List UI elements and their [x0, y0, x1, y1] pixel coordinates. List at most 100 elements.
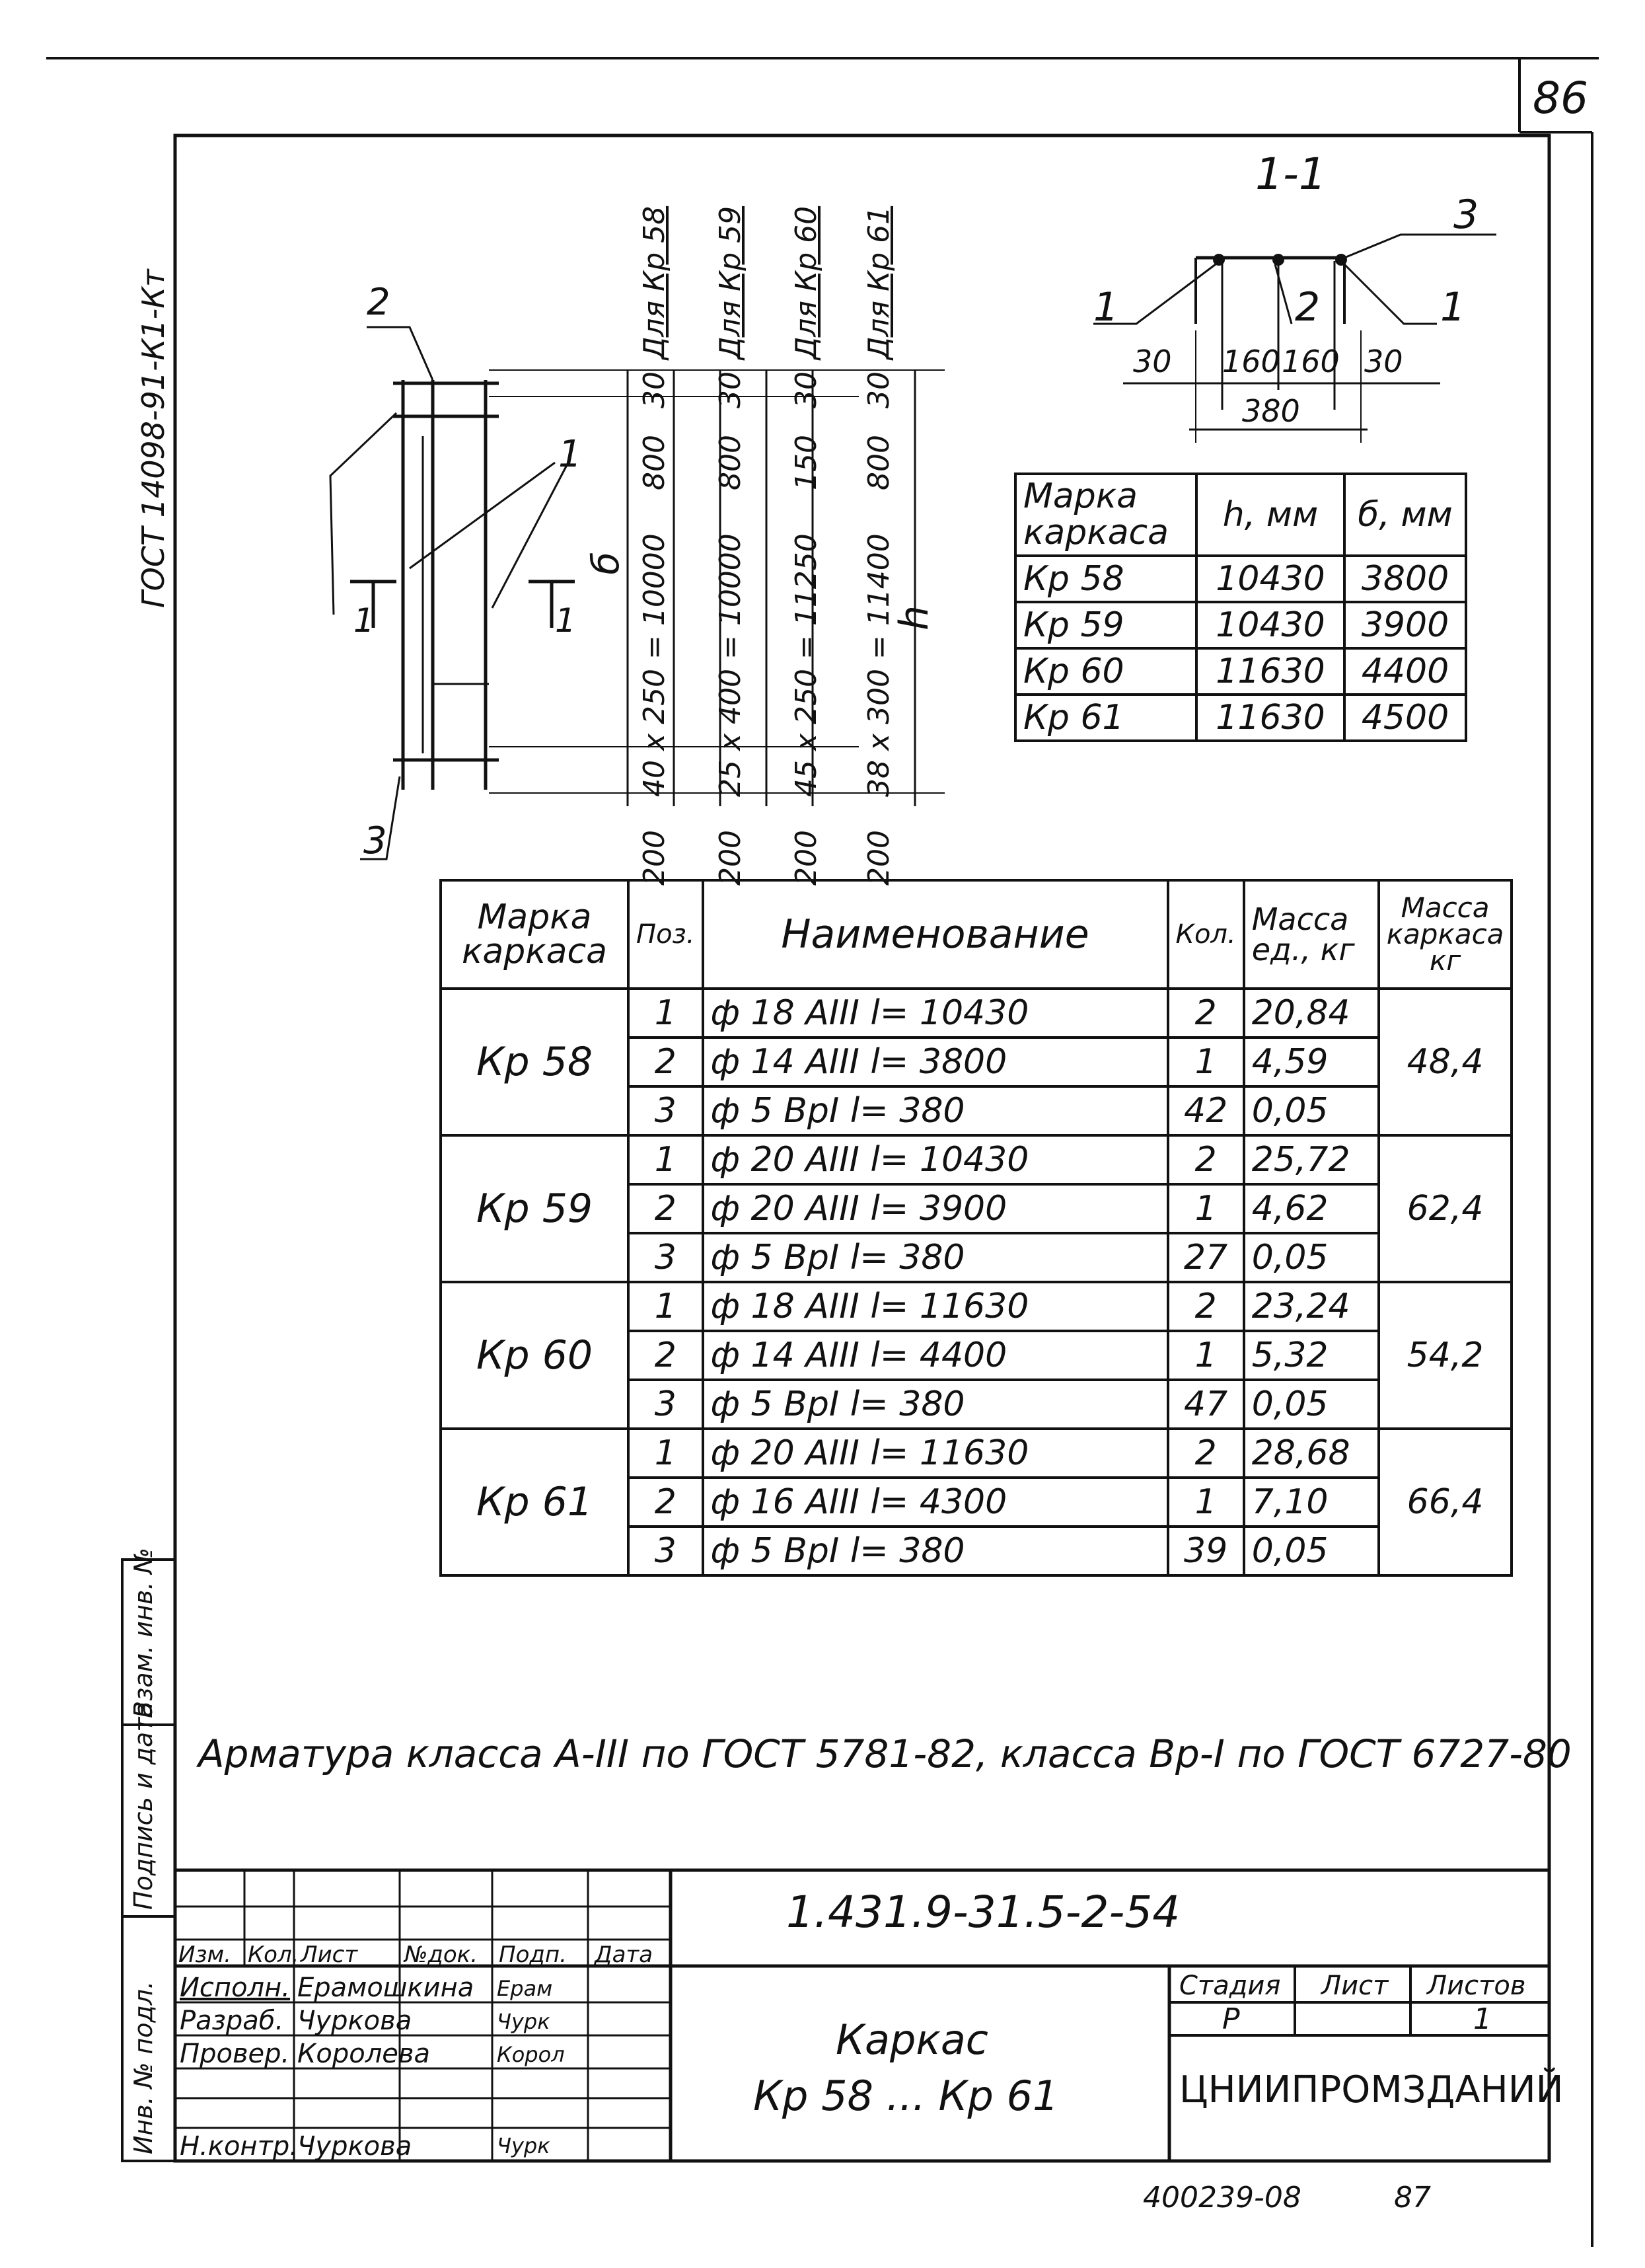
- spec-qty: 42: [1166, 1085, 1245, 1137]
- spec-unit-mass: 4,59: [1242, 1036, 1380, 1088]
- table-row: Кр 58 10430 3800: [1014, 554, 1467, 603]
- table-row: 3 ф 5 ВрI l= 380 39 0,05: [441, 1525, 1512, 1577]
- name-checker: Королева: [297, 2039, 430, 2069]
- dims-cell: 3900: [1343, 601, 1467, 650]
- dimension-column-kr59: 200 25 x 400 = 10000 800 30 Для Кр 59: [713, 206, 747, 886]
- label-h: h: [891, 605, 938, 631]
- spec-total-mass: 66,4: [1377, 1427, 1514, 1577]
- dims-cell: Кр 61: [1014, 693, 1198, 742]
- stage-header: Стадия: [1179, 1971, 1281, 2001]
- callout-3: 3: [363, 819, 387, 862]
- spec-pos: 1: [627, 1134, 704, 1186]
- spec-mark: Кр 60: [439, 1281, 630, 1430]
- section-dim-0: 30: [1133, 344, 1172, 379]
- dim-top: 30: [713, 371, 747, 408]
- page-number: 86: [1533, 73, 1588, 124]
- spec-pos: 1: [627, 1427, 704, 1479]
- table-row: 2 ф 16 АIII l= 4300 1 7,10: [441, 1476, 1512, 1528]
- spec-qty: 2: [1166, 987, 1245, 1039]
- table-row: Кр 59 10430 3900: [1014, 601, 1467, 650]
- spec-header-unit-mass: Масса ед., кг: [1242, 879, 1380, 990]
- stage-value: Р: [1222, 2002, 1240, 2036]
- section-total: 380: [1242, 393, 1300, 429]
- role-norm-control: Н.контр.: [180, 2131, 298, 2162]
- dim-formula: 25 x 400 = 10000: [713, 533, 747, 797]
- drawing-title-line1: Каркас: [836, 2016, 988, 2064]
- dim-top: 30: [862, 371, 896, 408]
- section-callout-2: 2: [1295, 284, 1321, 330]
- archive-page: 87: [1394, 2181, 1431, 2214]
- dims-cell: 11630: [1195, 647, 1346, 696]
- sign-checker: Корол: [497, 2042, 565, 2067]
- spec-qty: 2: [1166, 1134, 1245, 1186]
- dims-cell: 3800: [1343, 554, 1467, 603]
- table-row: 2 ф 14 АIII l= 4400 1 5,32: [441, 1330, 1512, 1381]
- spec-unit-mass: 20,84: [1242, 987, 1380, 1039]
- spec-name: ф 20 АIII l= 10430: [701, 1134, 1169, 1186]
- sign-developer: Чурк: [497, 2009, 550, 2034]
- spec-mark: Кр 61: [439, 1427, 630, 1577]
- spec-header-qty: Кол.: [1166, 879, 1245, 990]
- spec-mark: Кр 58: [439, 987, 630, 1137]
- table-row: 2 ф 20 АIII l= 3900 1 4,62: [441, 1183, 1512, 1234]
- spec-qty: 1: [1166, 1183, 1245, 1234]
- table-row: 3 ф 5 ВрI l= 380 47 0,05: [441, 1379, 1512, 1430]
- table-row: Кр 60 1 ф 18 АIII l= 11630 2 23,24 54,2: [439, 1281, 1514, 1430]
- dim-caption: Для Кр 58: [638, 206, 671, 359]
- section-mark-right: 1: [555, 601, 576, 640]
- spec-name: ф 5 ВрI l= 380: [701, 1379, 1169, 1430]
- rev-header-sign: Подп.: [499, 1942, 567, 1968]
- dimension-column-kr61: 200 38 x 300 = 11400 800 30 Для Кр 61: [862, 206, 896, 886]
- section-callout-1-left: 1: [1093, 284, 1119, 330]
- dim-bottom: 200: [713, 830, 747, 886]
- spec-qty: 2: [1166, 1281, 1245, 1332]
- spec-total-mass: 54,2: [1377, 1281, 1514, 1430]
- table-row: Кр 59 1 ф 20 АIII l= 10430 2 25,72 62,4: [439, 1134, 1514, 1283]
- reinforcement-note: Арматура класса А-III по ГОСТ 5781-82, к…: [198, 1731, 1572, 1776]
- name-developer: Чуркова: [297, 2006, 412, 2036]
- dim-caption: Для Кр 61: [862, 206, 896, 359]
- spec-pos: 3: [627, 1232, 704, 1283]
- dim-bottom: 200: [789, 830, 823, 886]
- spec-qty: 1: [1166, 1036, 1245, 1088]
- spec-total-mass: 62,4: [1377, 1134, 1514, 1283]
- name-executor: Ерамошкина: [297, 1973, 474, 2003]
- section-mark-left: 1: [353, 601, 375, 640]
- dim-mid: 800: [638, 435, 671, 490]
- sheets-header: Листов: [1427, 1971, 1526, 2001]
- section-dim-1: 160: [1222, 344, 1280, 379]
- section-title: 1-1: [1255, 149, 1327, 200]
- spec-name: ф 5 ВрI l= 380: [701, 1085, 1169, 1137]
- dims-cell: 10430: [1195, 554, 1346, 603]
- role-developer: Разраб.: [180, 2006, 284, 2036]
- spec-pos: 1: [627, 987, 704, 1039]
- spec-pos: 3: [627, 1525, 704, 1577]
- dim-formula: 40 x 250 = 10000: [638, 533, 671, 797]
- dim-formula: 45 x 250 = 11250: [789, 533, 823, 797]
- callout-2: 2: [367, 281, 390, 324]
- dim-bottom: 200: [638, 830, 671, 886]
- rev-header-izm: Изм.: [178, 1942, 231, 1968]
- rev-header-date: Дата: [595, 1942, 653, 1968]
- spec-unit-mass: 28,68: [1242, 1427, 1380, 1479]
- spec-name: ф 20 АIII l= 3900: [701, 1183, 1169, 1234]
- table-row: Кр 61 11630 4500: [1014, 693, 1467, 742]
- spec-mark: Кр 59: [439, 1134, 630, 1283]
- spec-total-mass: 48,4: [1377, 987, 1514, 1137]
- margin-replaced-inv: Взам. инв. №: [129, 1547, 158, 1718]
- spec-unit-mass: 0,05: [1242, 1379, 1380, 1430]
- spec-qty: 27: [1166, 1232, 1245, 1283]
- spec-header-mark: Марка каркаса: [439, 879, 630, 990]
- spec-name: ф 5 ВрI l= 380: [701, 1232, 1169, 1283]
- dim-mid: 800: [713, 435, 747, 490]
- dim-bottom: 200: [862, 830, 896, 886]
- dim-formula: 38 x 300 = 11400: [862, 533, 896, 797]
- dims-header-h: h, мм: [1195, 472, 1346, 557]
- spec-unit-mass: 0,05: [1242, 1085, 1380, 1137]
- table-row: Кр 61 1 ф 20 АIII l= 11630 2 28,68 66,4: [439, 1427, 1514, 1577]
- dimensions-table: Марка каркаса h, мм б, мм Кр 58 10430 38…: [1014, 472, 1467, 742]
- table-row: Кр 60 11630 4400: [1014, 647, 1467, 696]
- rev-header-doc: №док.: [404, 1942, 478, 1968]
- spec-pos: 2: [627, 1476, 704, 1528]
- rev-header-kol: Кол.: [248, 1942, 299, 1968]
